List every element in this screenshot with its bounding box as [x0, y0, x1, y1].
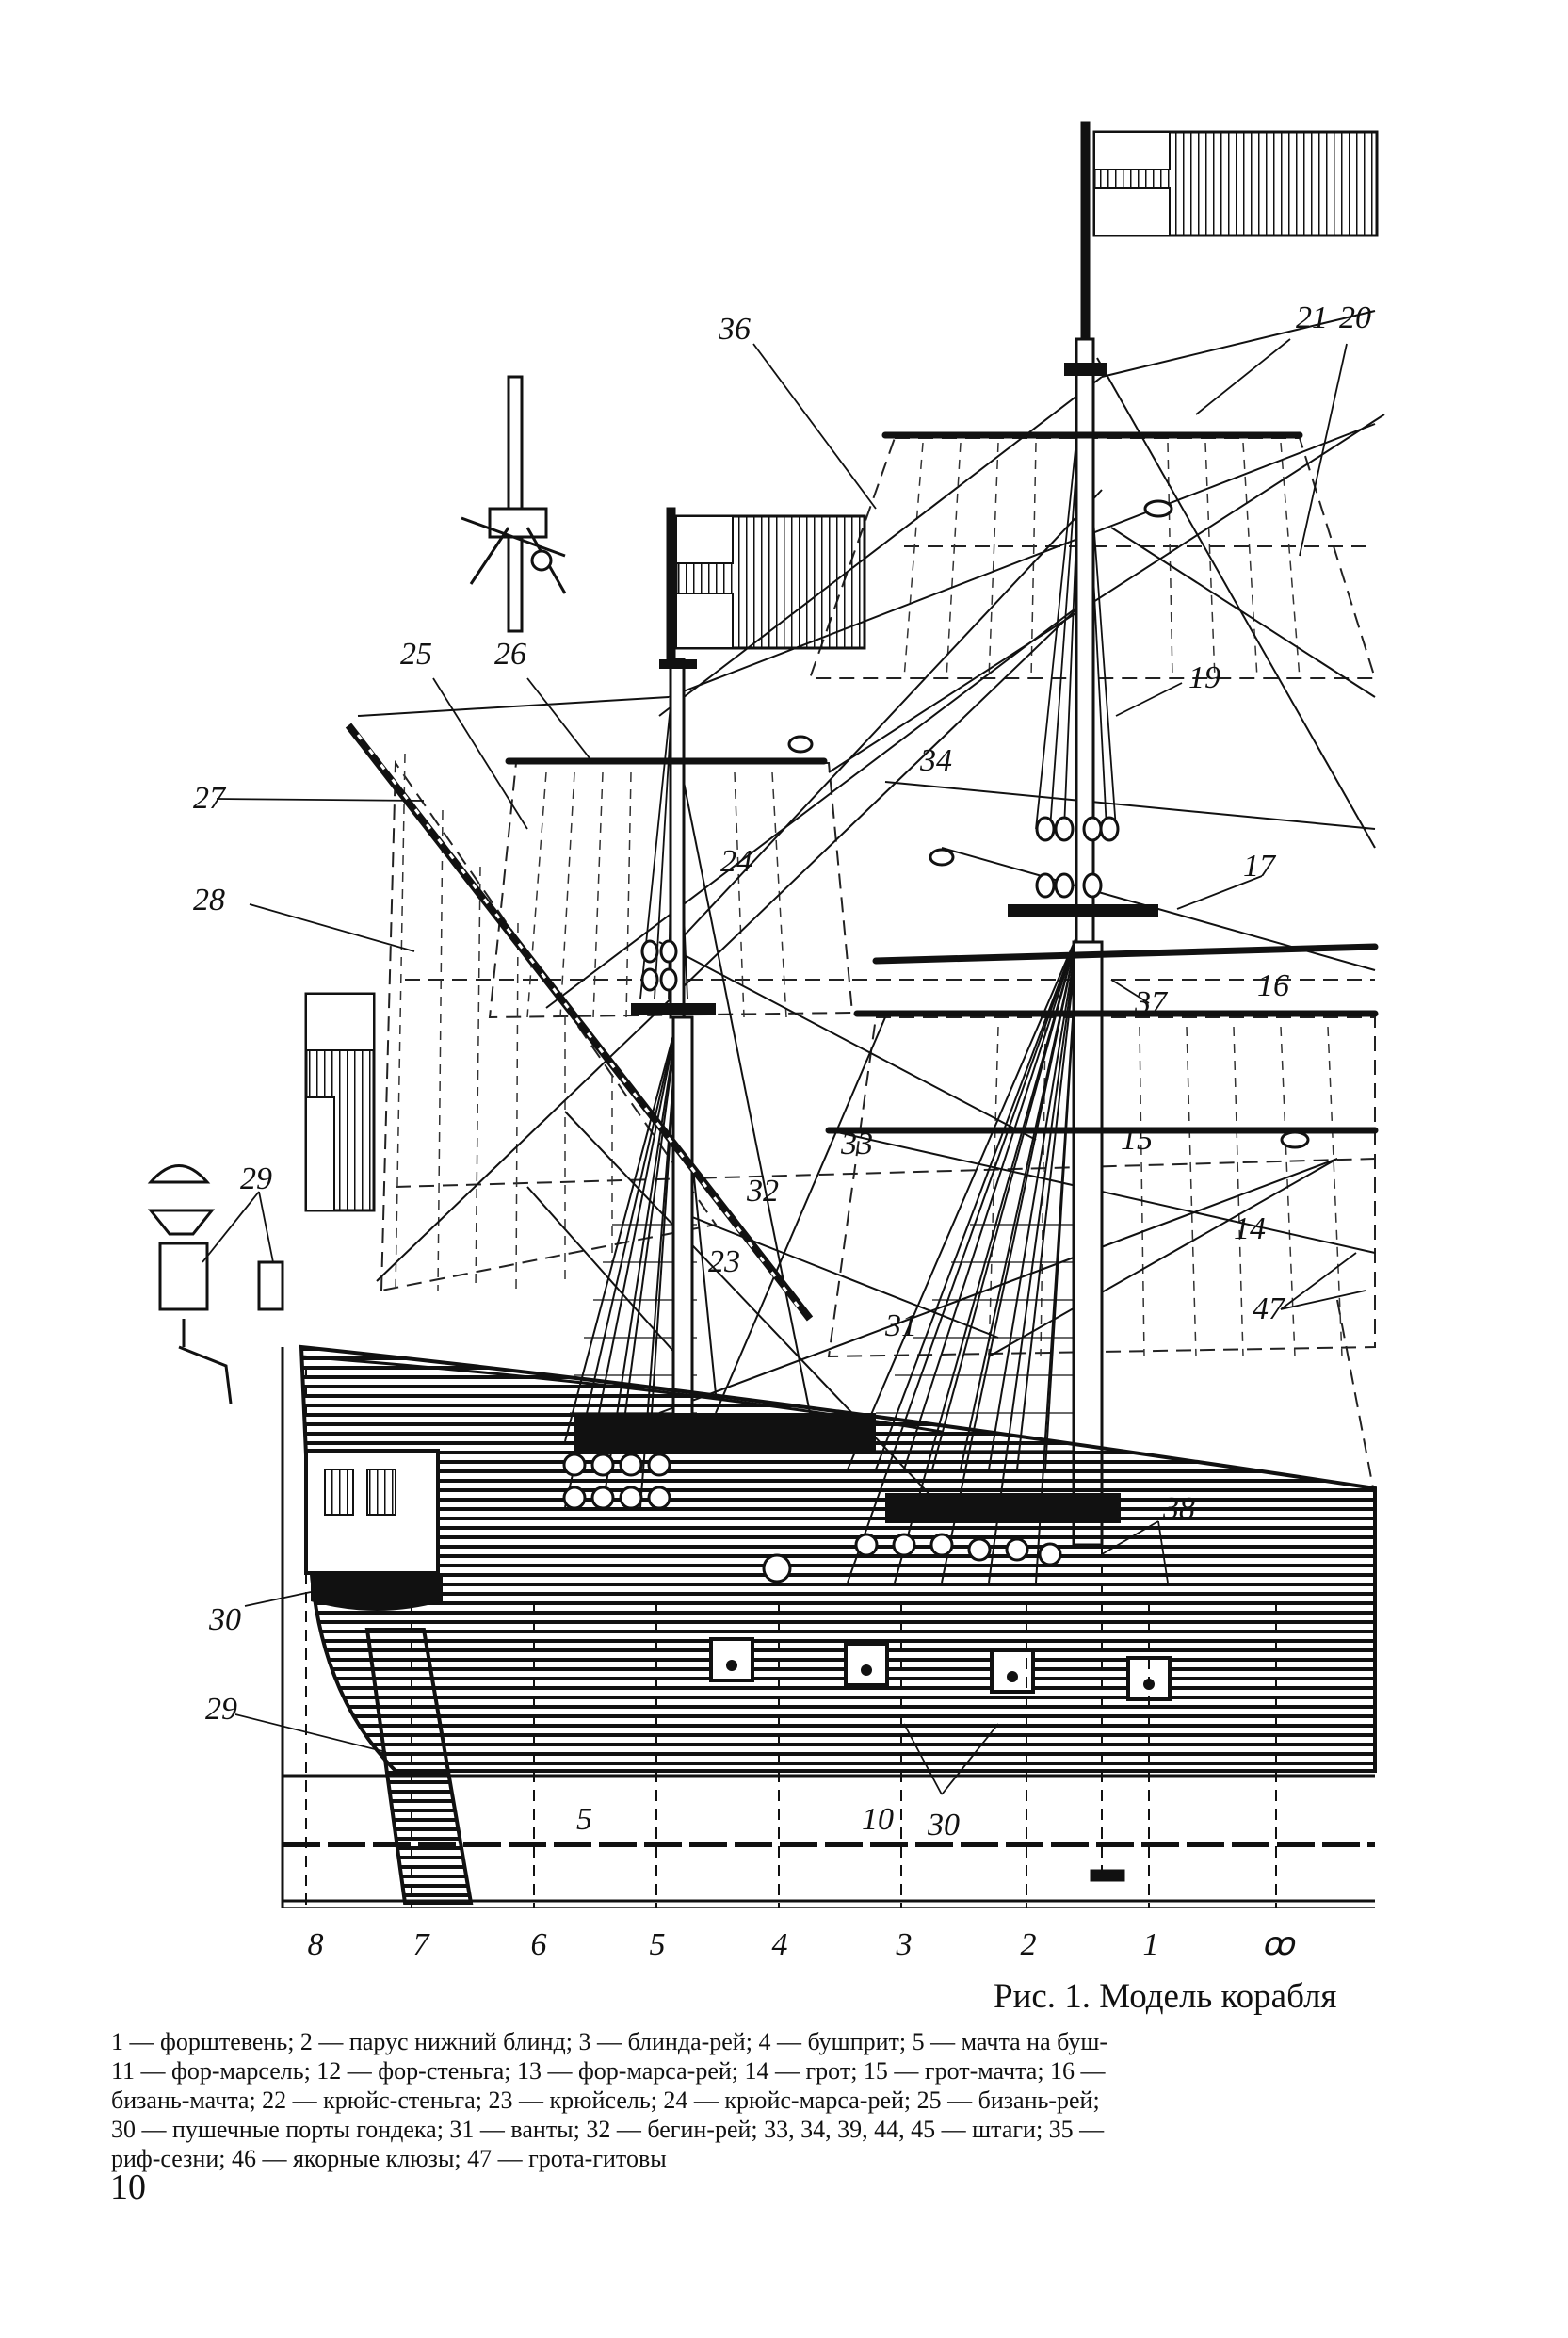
callout-20: 21	[1296, 300, 1328, 335]
callout-16: 16	[1257, 968, 1289, 1003]
callout-23: 25	[400, 637, 432, 672]
callout-14: 14	[1234, 1211, 1266, 1246]
callout-labels: 36 21 20 19 34 25 26 27 28 24 17 16 37 1…	[193, 300, 1371, 1843]
legend-line: риф-сезни; 46 — якорные клюзы; 47 — грот…	[111, 2145, 667, 2172]
callout-19: 19	[1188, 660, 1220, 695]
axis-label-3: 3	[896, 1927, 913, 1962]
callout-36: 36	[718, 312, 751, 347]
axis-labels: 8 7 6 5 4 3 2 1 ꝏ	[308, 1927, 1297, 1962]
lantern-detail	[147, 1164, 233, 1404]
flags	[304, 130, 1379, 1212]
callout-33: 33	[840, 1127, 873, 1161]
blocks	[640, 499, 1310, 1149]
callout-28: 29	[205, 1692, 237, 1727]
axis-label-4: 4	[772, 1927, 788, 1962]
legend-line: 30 — пушечные порты гондека; 31 — ванты;…	[111, 2116, 1105, 2143]
rigging	[357, 310, 1385, 1508]
tops	[631, 363, 1158, 1015]
leader-lines	[202, 338, 1366, 1795]
baseline-grid	[281, 1347, 1375, 1908]
callout-47: 47	[1253, 1291, 1286, 1326]
callout-30: 30	[927, 1808, 960, 1843]
lateen-yard	[345, 723, 814, 1322]
legend-line: бизань-мачта; 22 — крюйс-стеньга; 23 — к…	[111, 2086, 1100, 2114]
axis-label-2: 2	[1021, 1927, 1037, 1962]
callout-27: 29	[240, 1161, 272, 1196]
axis-label-5: 5	[650, 1927, 666, 1962]
page-number: 10	[110, 2168, 146, 2207]
sail-seams	[395, 442, 1343, 1357]
sails	[380, 437, 1377, 1499]
callout-15: 15	[1121, 1122, 1153, 1157]
mast-cap-detail	[461, 375, 567, 633]
callout-21: 23	[708, 1244, 740, 1279]
figure-legend: 1 — форштевень; 2 — парус нижний блинд; …	[111, 2027, 1422, 2173]
callout-18: 20	[1339, 300, 1371, 335]
axis-label-infinity: ꝏ	[1262, 1927, 1297, 1962]
axis-label-1: 1	[1143, 1927, 1159, 1962]
callout-38: 38	[1162, 1491, 1195, 1526]
figure-caption-title: Рис. 1. Модель корабля	[994, 1977, 1337, 2016]
callout-10: 10	[862, 1802, 894, 1837]
legend-line: 1 — форштевень; 2 — парус нижний блинд; …	[111, 2028, 1108, 2055]
callout-5: 5	[576, 1802, 592, 1837]
axis-label-6: 6	[531, 1927, 547, 1962]
callout-32: 32	[746, 1174, 779, 1209]
callout-17: 17	[1243, 849, 1277, 884]
axis-label-7: 7	[413, 1927, 431, 1962]
axis-label-8: 8	[308, 1927, 324, 1962]
callout-37: 37	[1134, 985, 1169, 1020]
yards	[505, 431, 1379, 1134]
callout-26: 28	[193, 883, 225, 917]
callout-22: 24	[720, 844, 752, 879]
callout-29: 30	[208, 1602, 241, 1637]
callout-34: 34	[919, 743, 952, 778]
callout-25: 27	[193, 781, 227, 816]
legend-line: 11 — фор-марсель; 12 — фор-стеньга; 13 —…	[111, 2057, 1106, 2085]
callout-31: 31	[884, 1308, 917, 1343]
callout-24: 26	[494, 637, 526, 672]
hull	[257, 1260, 1377, 1905]
